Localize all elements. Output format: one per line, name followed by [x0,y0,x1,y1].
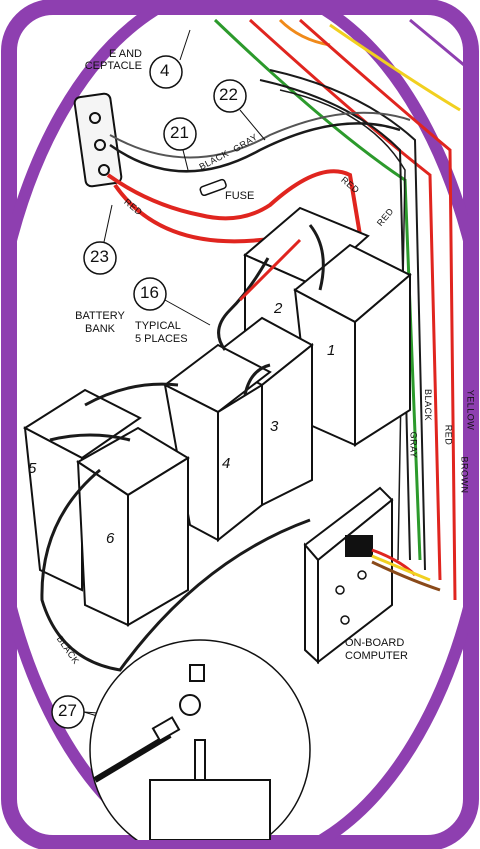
detail-battery-top [149,779,271,840]
wire-label-black-bundle: BLACK [423,388,434,422]
leader-line [164,299,211,326]
battery-6 [76,426,190,627]
battery-number-3: 3 [270,418,279,435]
wire-label-gray-bundle: GRAY [408,431,419,459]
battery-4 [163,343,272,543]
typical-label-line2: 5 PLACES [135,333,188,345]
battery-bank-label-line2: BANK [85,323,115,335]
battery-number-6: 6 [106,530,115,547]
wire-label-red-bundle-2: RED [443,424,454,446]
onboard-computer-label-line1: ON-BOARD [345,637,405,649]
typical-label-line1: TYPICAL [135,320,181,332]
wire-black-bundle [259,79,411,561]
detail-ring-terminal [179,694,201,716]
computer-wire-yellow [371,554,431,582]
callout-16: 16 [140,283,159,302]
leader-line [182,149,189,171]
leader-line [103,204,113,243]
leader-line [239,109,266,141]
detail-post [194,739,206,781]
callout-22: 22 [219,85,238,104]
receptacle-pin [98,164,110,176]
battery-bank-label-line1: BATTERY [75,310,125,322]
detail-nut [189,664,205,682]
receptacle-label: E AND CEPTACLE [84,48,142,72]
fuse-label: FUSE [225,190,255,202]
onboard-computer-label-line2: COMPUTER [345,650,408,662]
jumper-cable [49,433,131,442]
wire-yellow [329,23,461,112]
wire-purple [409,18,468,72]
battery-number-5: 5 [28,460,37,477]
callout-circle [213,79,247,113]
onboard-computer [303,486,394,665]
receptacle-pin [89,112,101,124]
battery-number-2: 2 [274,300,283,317]
wire-black-receptacle [109,122,401,173]
jumper-cable [217,257,270,351]
wire-red-fuse [106,169,362,236]
callout-circle [83,241,117,275]
callout-4: 4 [160,61,170,80]
wire-red-2 [299,18,457,601]
wire-green [213,18,422,561]
battery-number-4: 4 [222,455,231,472]
leader-line [179,29,191,61]
wire-black-bundle-2 [269,69,426,571]
wire-label-brown-bundle: BROWN [459,456,470,494]
callout-circle [163,117,197,151]
wire-red-positive [238,238,302,302]
computer-wire-brown [371,560,441,592]
jumper-cable [84,382,179,407]
jumper-cable [243,363,271,396]
callout-21: 21 [170,123,189,142]
jumper-cable [308,224,325,291]
callout-circle [133,277,167,311]
callout-23: 23 [90,247,109,266]
detail-cable [93,732,172,783]
wire-gray-receptacle [109,111,411,159]
callout-27: 27 [58,701,77,720]
main-negative-cable [40,468,311,672]
fuse-holder [199,178,227,197]
battery-number-1: 1 [327,342,336,359]
callout-circle [149,55,183,89]
detail-terminal [151,716,181,742]
diagram-content [23,18,468,840]
wire-label-yellow-bundle: YELLOW [465,389,476,431]
receptacle-pin [94,139,106,151]
battery-5 [23,388,142,592]
